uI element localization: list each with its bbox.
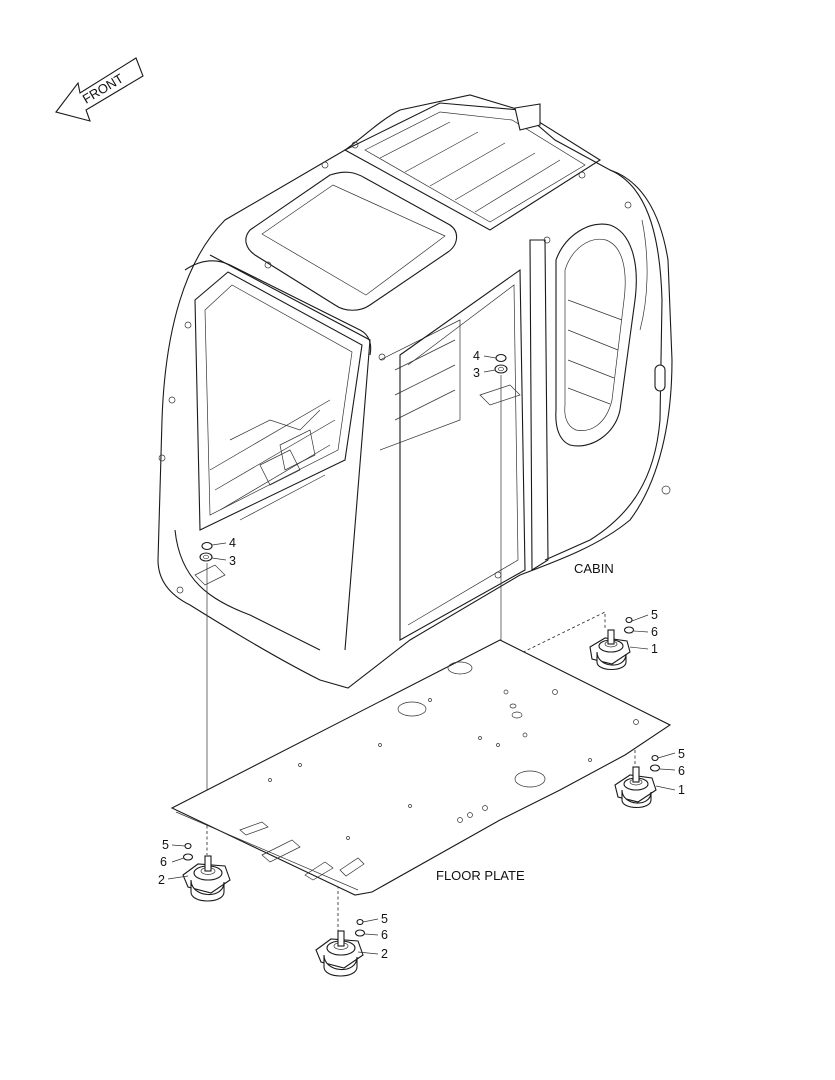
callout-1-rear-right: 1 [651,642,658,656]
callout-1-front-right: 1 [678,783,685,797]
callout-2-front-left: 2 [158,873,165,887]
callout-5-front-right: 5 [678,747,685,761]
front-arrow: FRONT [55,57,144,122]
callout-6-front-left: 6 [160,855,167,869]
callout-5-front-middle: 5 [381,912,388,926]
mount-rear-right [589,614,649,671]
floor-plate [170,639,672,896]
floor-plate-label-text: FLOOR PLATE [436,868,525,883]
callout-5-rear-right: 5 [651,608,658,622]
callout-5-front-left: 5 [162,838,169,852]
callout-6-rear-right: 6 [651,625,658,639]
callout-4-rear: 4 [473,349,480,363]
callout-4-front: 4 [229,536,236,550]
nut-washer-left [199,541,227,562]
nut-washer-right [483,353,508,374]
cabin [157,94,673,689]
mount-front-right [614,752,676,809]
mount-front-middle [315,918,379,977]
callout-6-front-right: 6 [678,764,685,778]
callout-3-rear: 3 [473,366,480,380]
callout-3-front: 3 [229,554,236,568]
cabin-label: CABIN [574,561,614,576]
mount-front-left [167,842,231,902]
callout-2-front-middle: 2 [381,947,388,961]
callout-6-front-middle: 6 [381,928,388,942]
